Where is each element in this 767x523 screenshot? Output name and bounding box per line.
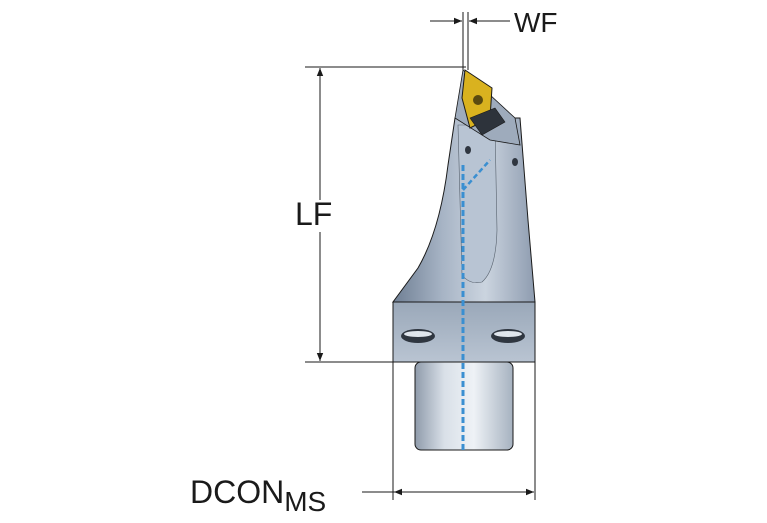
- dcon-label: DCONMS: [190, 474, 326, 517]
- dcon-main-text: DCON: [190, 474, 284, 510]
- right-clamp-slot: [491, 329, 525, 343]
- tool-body: [392, 69, 536, 450]
- wf-label: WF: [514, 7, 558, 38]
- dcon-dimension: DCONMS: [190, 362, 536, 517]
- left-clamp-slot: [401, 329, 435, 343]
- wf-dimension: WF: [430, 7, 558, 70]
- lf-dimension: LF: [295, 66, 466, 363]
- cutting-insert: [461, 69, 506, 136]
- lf-label: LF: [295, 196, 332, 232]
- dcon-subscript-text: MS: [284, 486, 326, 517]
- insert-clamp: [469, 107, 506, 136]
